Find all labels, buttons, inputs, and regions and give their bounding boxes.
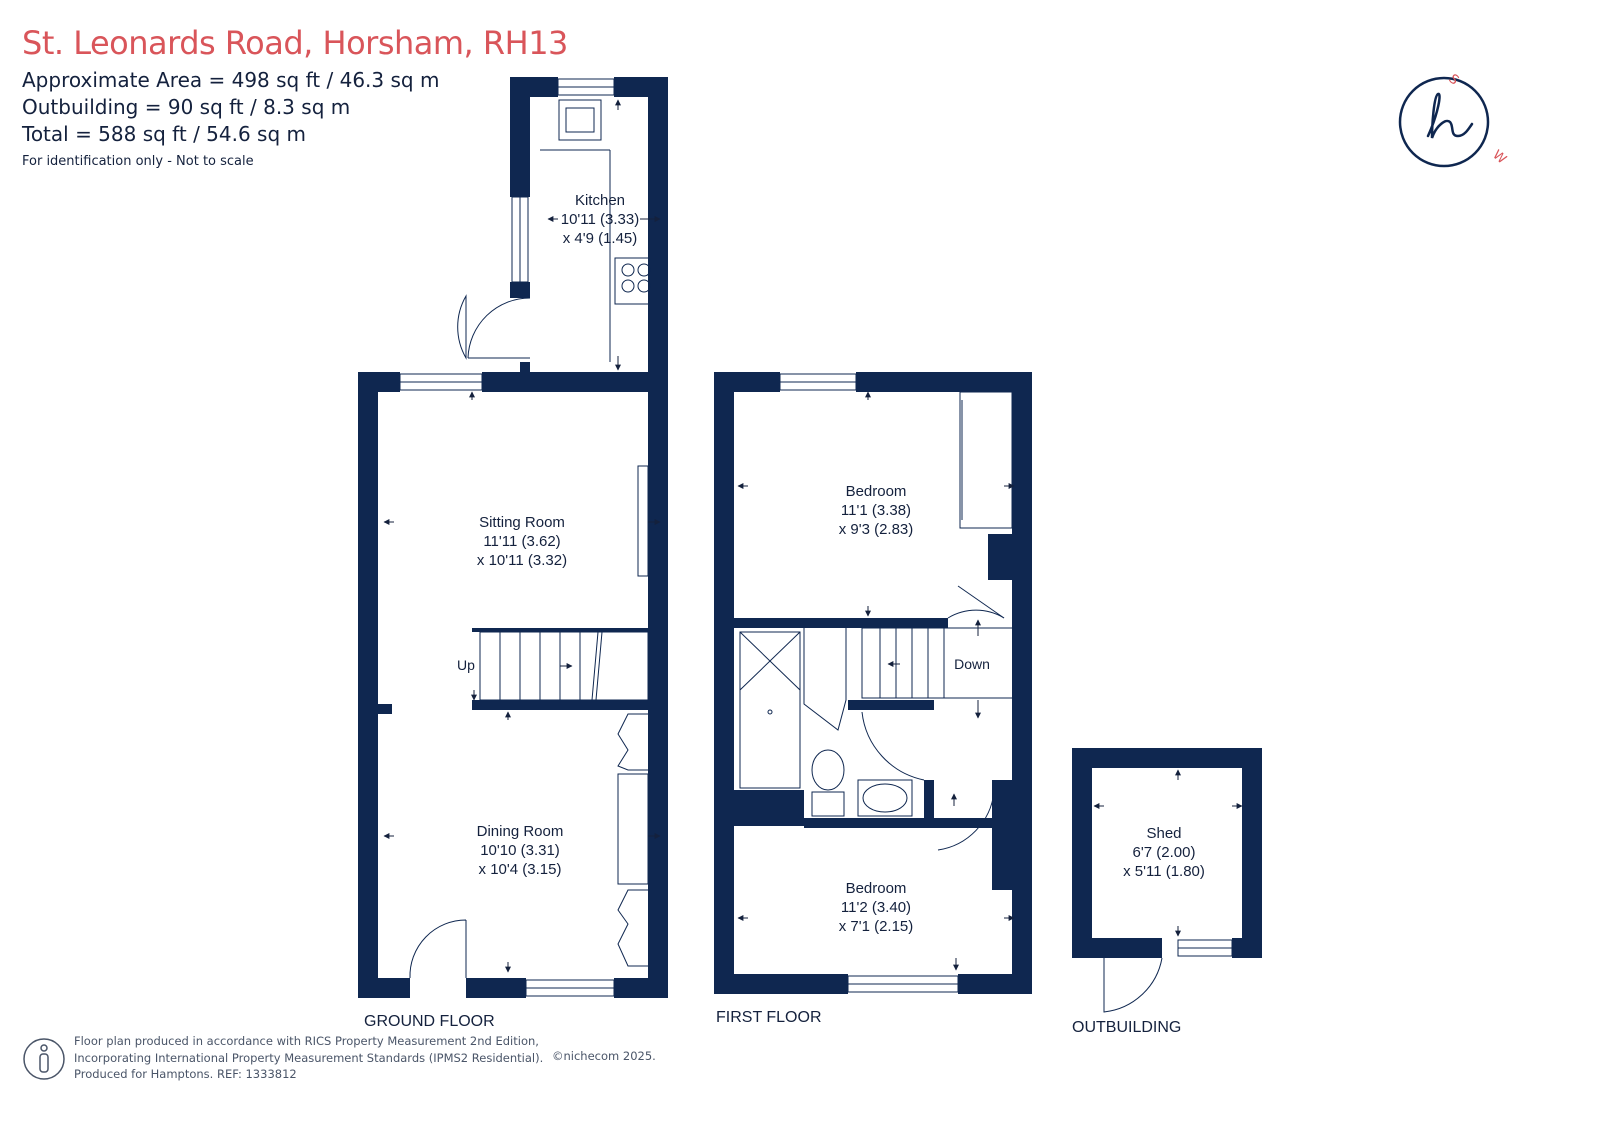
bedroom-1-dim1: 11'1 (3.38) [841,502,911,519]
shed-dim1: 6'7 (2.00) [1133,844,1196,861]
approximate-area: Approximate Area = 498 sq ft / 46.3 sq m [22,68,440,92]
dining-room-name: Dining Room [477,823,564,840]
dimension-arrows [383,99,1243,973]
outbuilding-windows [1177,939,1233,957]
bedroom-2-dim1: 11'2 (3.40) [841,899,911,916]
basin-icon [857,779,913,817]
outbuilding-walls [1072,748,1262,958]
dining-room-dim1: 10'10 (3.31) [480,842,560,859]
kitchen-sink-icon [558,99,602,141]
sitting-room-name: Sitting Room [479,514,565,531]
bedroom-1-dim2: x 9'3 (2.83) [839,521,914,538]
footer-notes: Floor plan produced in accordance with R… [74,1033,543,1083]
bedroom-2-name: Bedroom [846,880,907,897]
first-floor-label: FIRST FLOOR [716,1009,822,1026]
staircase [479,631,649,701]
stairs-down-label: Down [954,656,990,672]
handwritten-logo-icon [1426,92,1474,139]
first-floor-walls [714,372,1032,994]
sitting-room-dim2: x 10'11 (3.32) [477,552,567,569]
bedroom-2-dim2: x 7'1 (2.15) [839,918,914,935]
ground-floor-windows [399,78,615,997]
shed-name: Shed [1146,825,1181,842]
ground-floor-walls [358,77,668,998]
kitchen-name: Kitchen [575,192,625,209]
property-title: St. Leonards Road, Horsham, RH13 [22,24,568,62]
first-floor-windows [779,373,959,993]
copyright: ©nichecom 2025. [552,1049,656,1063]
chimney-breast [637,465,649,577]
first-floor-fixtures [739,391,1013,851]
identification-note: For identification only - Not to scale [22,154,254,169]
outbuilding-fixtures [1103,957,1163,1013]
info-icon [23,1038,65,1080]
kitchen-dim2: x 4'9 (1.45) [563,230,638,247]
footer-line-1: Floor plan produced in accordance with R… [74,1034,539,1048]
bath-icon [739,631,801,789]
outbuilding-area: Outbuilding = 90 sq ft / 8.3 sq m [22,95,351,119]
kitchen-dim1: 10'11 (3.33) [561,211,639,228]
total-area: Total = 588 sq ft / 54.6 sq m [22,122,307,146]
toilet-icon [811,749,845,791]
shed-dim2: x 5'11 (1.80) [1123,863,1205,880]
footer-line-3: Produced for Hamptons. REF: 1333812 [74,1067,297,1081]
stairs-up-label: Up [457,657,475,673]
compass-logo: E S N W [1380,72,1509,168]
outbuilding-label: OUTBUILDING [1072,1019,1181,1036]
bedroom-1-name: Bedroom [846,483,907,500]
sitting-room-dim1: 11'11 (3.62) [483,533,560,550]
dining-room-dim2: x 10'4 (3.15) [479,861,562,878]
hob-icon [614,257,659,305]
footer-line-2: Incorporating International Property Mea… [74,1050,544,1065]
ground-floor-label: GROUND FLOOR [364,1013,495,1030]
